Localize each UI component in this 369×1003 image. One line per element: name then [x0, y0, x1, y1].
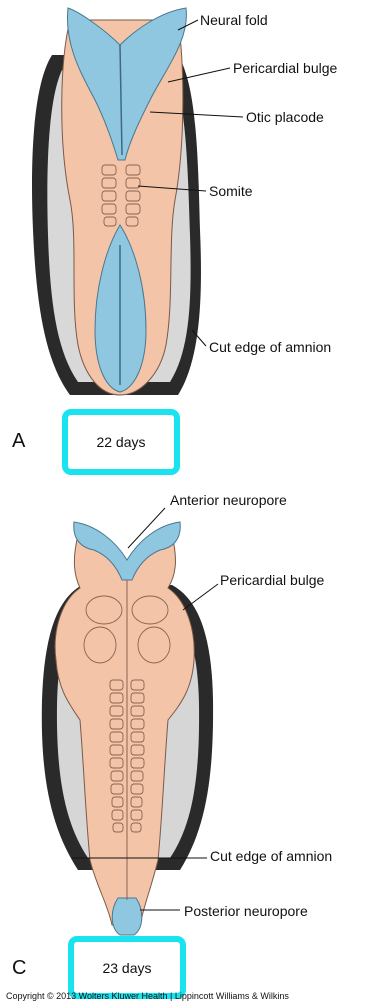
label-somite: Somite — [209, 183, 253, 199]
panel-letter-a: A — [12, 431, 25, 451]
label-otic-placode: Otic placode — [246, 109, 324, 125]
label-neural-fold: Neural fold — [200, 12, 268, 28]
posterior-neuropore — [112, 898, 142, 935]
label-pericardial-bulge-a: Pericardial bulge — [233, 60, 337, 76]
label-cut-edge-c: Cut edge of amnion — [210, 848, 332, 864]
label-anterior-neuropore: Anterior neuropore — [170, 492, 287, 508]
day-label-23-text: 23 days — [102, 960, 151, 976]
copyright-footer: Copyright © 2013 Wolters Kluwer Health |… — [6, 990, 289, 1002]
embryo-23-days — [42, 508, 218, 935]
day-label-22-text: 22 days — [96, 434, 145, 450]
embryo-22-days — [32, 8, 243, 395]
day-label-22: 22 days — [62, 409, 180, 475]
panel-letter-c: C — [12, 958, 26, 978]
label-pericardial-bulge-c: Pericardial bulge — [220, 572, 324, 588]
label-posterior-neuropore: Posterior neuropore — [184, 903, 308, 919]
label-cut-edge-a: Cut edge of amnion — [209, 339, 331, 355]
